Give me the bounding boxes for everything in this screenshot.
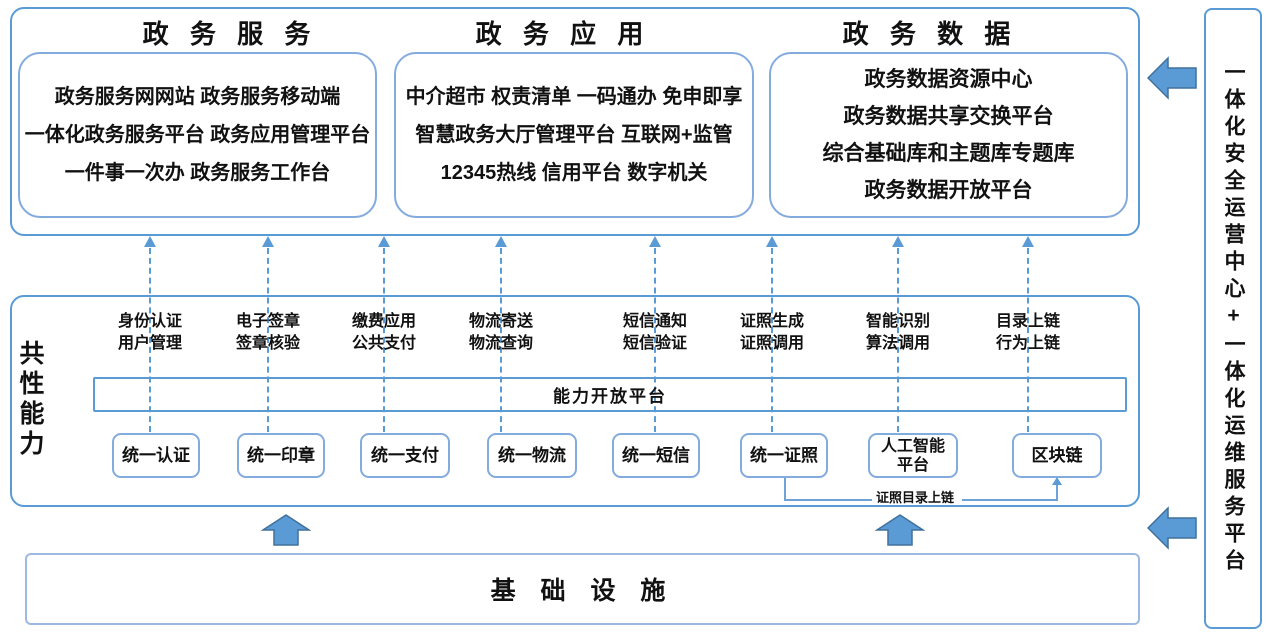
section-title-gov-services: 政 务 服 务 — [142, 19, 318, 49]
section-title-gov-data: 政 务 数 据 — [842, 19, 1018, 49]
up-arrow-icon — [875, 514, 925, 546]
gov-data-line: 政务数据共享交换平台 — [843, 105, 1054, 128]
dashed-up-arrowhead-icon — [495, 236, 507, 247]
capability-label-ai: 智能识别 算法调用 — [865, 313, 930, 352]
dashed-connector-line — [149, 248, 151, 432]
left-arrow-icon — [1147, 56, 1197, 100]
unified-license-box: 统一证照 — [740, 433, 828, 478]
gov-applications-box: 中介超市 权责清单 一码通办 免申即享 智慧政务大厅管理平台 互联网+监管 12… — [394, 52, 754, 218]
blockchain-box: 区块链 — [1012, 433, 1102, 478]
unified-logistics-box: 统一物流 — [487, 433, 577, 478]
gov-data-line: 综合基础库和主题库专题库 — [822, 142, 1075, 165]
unified-auth-box: 统一认证 — [112, 433, 200, 478]
left-arrow-icon — [1147, 506, 1197, 550]
capability-label-blockchain: 目录上链 行为上链 — [995, 313, 1060, 352]
gov-applications-line: 12345热线 信用平台 数字机关 — [440, 162, 708, 184]
dashed-up-arrowhead-icon — [649, 236, 661, 247]
gov-data-line: 政务数据开放平台 — [864, 179, 1033, 202]
gov-data-line: 政务数据资源中心 — [864, 68, 1033, 91]
capability-label-payment: 缴费应用 公共支付 — [351, 313, 416, 352]
gov-applications-line: 智慧政务大厅管理平台 互联网+监管 — [415, 124, 733, 146]
thin-up-arrowhead-icon — [1052, 477, 1062, 485]
infrastructure-box: 基 础 设 施 — [25, 553, 1140, 625]
connector-segment — [1056, 484, 1058, 500]
dashed-up-arrowhead-icon — [1022, 236, 1034, 247]
top-container — [10, 7, 1140, 236]
connector-label: 证照目录上链 — [876, 490, 955, 505]
dashed-up-arrowhead-icon — [766, 236, 778, 247]
connector-segment — [784, 499, 872, 501]
gov-services-box: 政务服务网网站 政务服务移动端 一体化政务服务平台 政务应用管理平台 一件事一次… — [18, 52, 377, 218]
dashed-connector-line — [897, 248, 899, 432]
capability-label-sms: 短信通知 短信验证 — [622, 313, 687, 352]
section-title-gov-applications: 政 务 应 用 — [475, 19, 651, 49]
dashed-up-arrowhead-icon — [144, 236, 156, 247]
dashed-connector-line — [383, 248, 385, 432]
capability-label-identity: 身份认证 用户管理 — [117, 313, 182, 352]
dashed-up-arrowhead-icon — [378, 236, 390, 247]
dashed-up-arrowhead-icon — [262, 236, 274, 247]
connector-segment — [784, 478, 786, 500]
unified-sms-box: 统一短信 — [612, 433, 700, 478]
gov-services-line: 政务服务网网站 政务服务移动端 — [54, 86, 341, 108]
dashed-connector-line — [654, 248, 656, 432]
capability-label-license: 证照生成 证照调用 — [739, 313, 804, 352]
right-platform-bar-label: 一体化安全运营中心+一体化运维服务平台 — [1222, 61, 1245, 576]
connector-segment — [962, 499, 1058, 501]
up-arrow-icon — [261, 514, 311, 546]
dashed-connector-line — [500, 248, 502, 432]
gov-applications-line: 中介超市 权责清单 一码通办 免申即享 — [405, 86, 743, 108]
gov-services-line: 一件事一次办 政务服务工作台 — [64, 162, 331, 184]
dashed-connector-line — [1027, 248, 1029, 432]
common-capabilities-container — [10, 295, 1140, 507]
unified-seal-box: 统一印章 — [237, 433, 325, 478]
ai-platform-box: 人工智能平台 — [868, 433, 958, 478]
dashed-up-arrowhead-icon — [892, 236, 904, 247]
common-capabilities-label: 共性能力 — [16, 340, 44, 460]
dashed-connector-line — [771, 248, 773, 432]
unified-payment-box: 统一支付 — [360, 433, 450, 478]
open-platform-bar: 能力开放平台 — [93, 377, 1127, 412]
gov-data-box: 政务数据资源中心 政务数据共享交换平台 综合基础库和主题库专题库 政务数据开放平… — [769, 52, 1128, 218]
gov-services-line: 一体化政务服务平台 政务应用管理平台 — [24, 124, 371, 146]
right-platform-bar: 一体化安全运营中心+一体化运维服务平台 — [1204, 8, 1262, 629]
capability-label-logistics: 物流寄送 物流查询 — [468, 313, 533, 352]
dashed-connector-line — [267, 248, 269, 432]
capability-label-signature: 电子签章 签章核验 — [235, 313, 300, 352]
